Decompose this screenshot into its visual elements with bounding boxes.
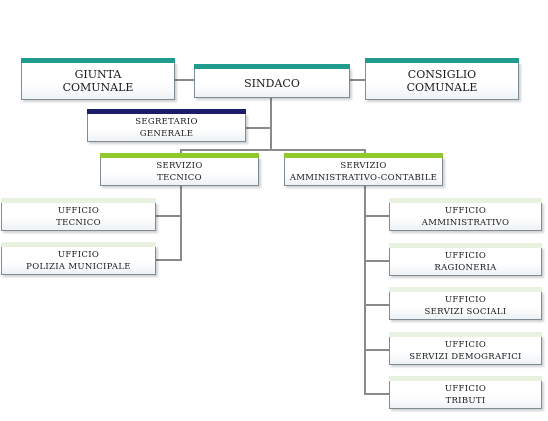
connector-sindaco-consiglio: [350, 79, 365, 81]
servizio-tecnico-box: SERVIZIO TECNICO: [100, 153, 259, 186]
connector-ufficio-tributi: [364, 393, 389, 395]
ufficio-polizia-accent: [1, 242, 156, 247]
segretario-label: SEGRETARIO GENERALE: [135, 116, 198, 139]
ufficio-servizi-sociali-box: UFFICIO SERVIZI SOCIALI: [389, 287, 542, 320]
ufficio-amministrativo-box: UFFICIO AMMINISTRATIVO: [389, 198, 542, 231]
segretario-accent: [87, 109, 246, 114]
connector-ufficio-tecnico: [156, 215, 181, 217]
giunta-label: GIUNTA COMUNALE: [62, 68, 134, 94]
connector-tecnico-trunk: [180, 186, 182, 261]
ufficio-servizi-demografici-box: UFFICIO SERVIZI DEMOGRAFICI: [389, 332, 542, 365]
ufficio-tributi-box: UFFICIO TRIBUTI: [389, 376, 542, 409]
ufficio-ragioneria-label: UFFICIO RAGIONERIA: [434, 250, 497, 273]
servizio-amm-accent: [284, 153, 443, 158]
connector-ufficio-polizia: [156, 259, 181, 261]
segretario-box: SEGRETARIO GENERALE: [87, 109, 246, 142]
consiglio-box: CONSIGLIO COMUNALE: [365, 58, 519, 100]
connector-amm-trunk: [364, 186, 366, 395]
ufficio-tributi-label: UFFICIO TRIBUTI: [444, 383, 487, 406]
consiglio-accent: [365, 58, 519, 63]
ufficio-tecnico-label: UFFICIO TECNICO: [56, 205, 101, 228]
sindaco-accent: [194, 64, 350, 69]
connector-ufficio-servizi-sociali: [364, 304, 389, 306]
sindaco-box: SINDACO: [194, 64, 350, 98]
ufficio-amministrativo-label: UFFICIO AMMINISTRATIVO: [421, 205, 510, 228]
servizio-amm-box: SERVIZIO AMMINISTRATIVO-CONTABILE: [284, 153, 443, 186]
consiglio-label: CONSIGLIO COMUNALE: [406, 68, 478, 94]
ufficio-servizi-demografici-accent: [389, 332, 542, 337]
ufficio-polizia-label: UFFICIO POLIZIA MUNICIPALE: [26, 249, 131, 272]
servizio-tecnico-label: SERVIZIO TECNICO: [156, 160, 203, 183]
giunta-accent: [21, 58, 175, 63]
ufficio-amministrativo-accent: [389, 198, 542, 203]
ufficio-polizia-box: UFFICIO POLIZIA MUNICIPALE: [1, 242, 156, 275]
giunta-box: GIUNTA COMUNALE: [21, 58, 175, 100]
connector-services-horizontal: [180, 149, 365, 151]
connector-ufficio-ragioneria: [364, 260, 389, 262]
ufficio-ragioneria-accent: [389, 243, 542, 248]
connector-ufficio-amministrativo: [364, 215, 389, 217]
ufficio-tecnico-box: UFFICIO TECNICO: [1, 198, 156, 231]
ufficio-tecnico-accent: [1, 198, 156, 203]
ufficio-tributi-accent: [389, 376, 542, 381]
ufficio-servizi-demografici-label: UFFICIO SERVIZI DEMOGRAFICI: [409, 339, 522, 362]
connector-sindaco-trunk: [270, 98, 272, 150]
ufficio-servizi-sociali-label: UFFICIO SERVIZI SOCIALI: [424, 294, 507, 317]
servizio-amm-label: SERVIZIO AMMINISTRATIVO-CONTABILE: [289, 160, 438, 183]
ufficio-servizi-sociali-accent: [389, 287, 542, 292]
connector-segretario: [246, 127, 271, 129]
connector-ufficio-servizi-demografici: [364, 349, 389, 351]
servizio-tecnico-accent: [100, 153, 259, 158]
sindaco-label: SINDACO: [244, 76, 300, 90]
ufficio-ragioneria-box: UFFICIO RAGIONERIA: [389, 243, 542, 276]
connector-giunta-sindaco: [175, 79, 195, 81]
